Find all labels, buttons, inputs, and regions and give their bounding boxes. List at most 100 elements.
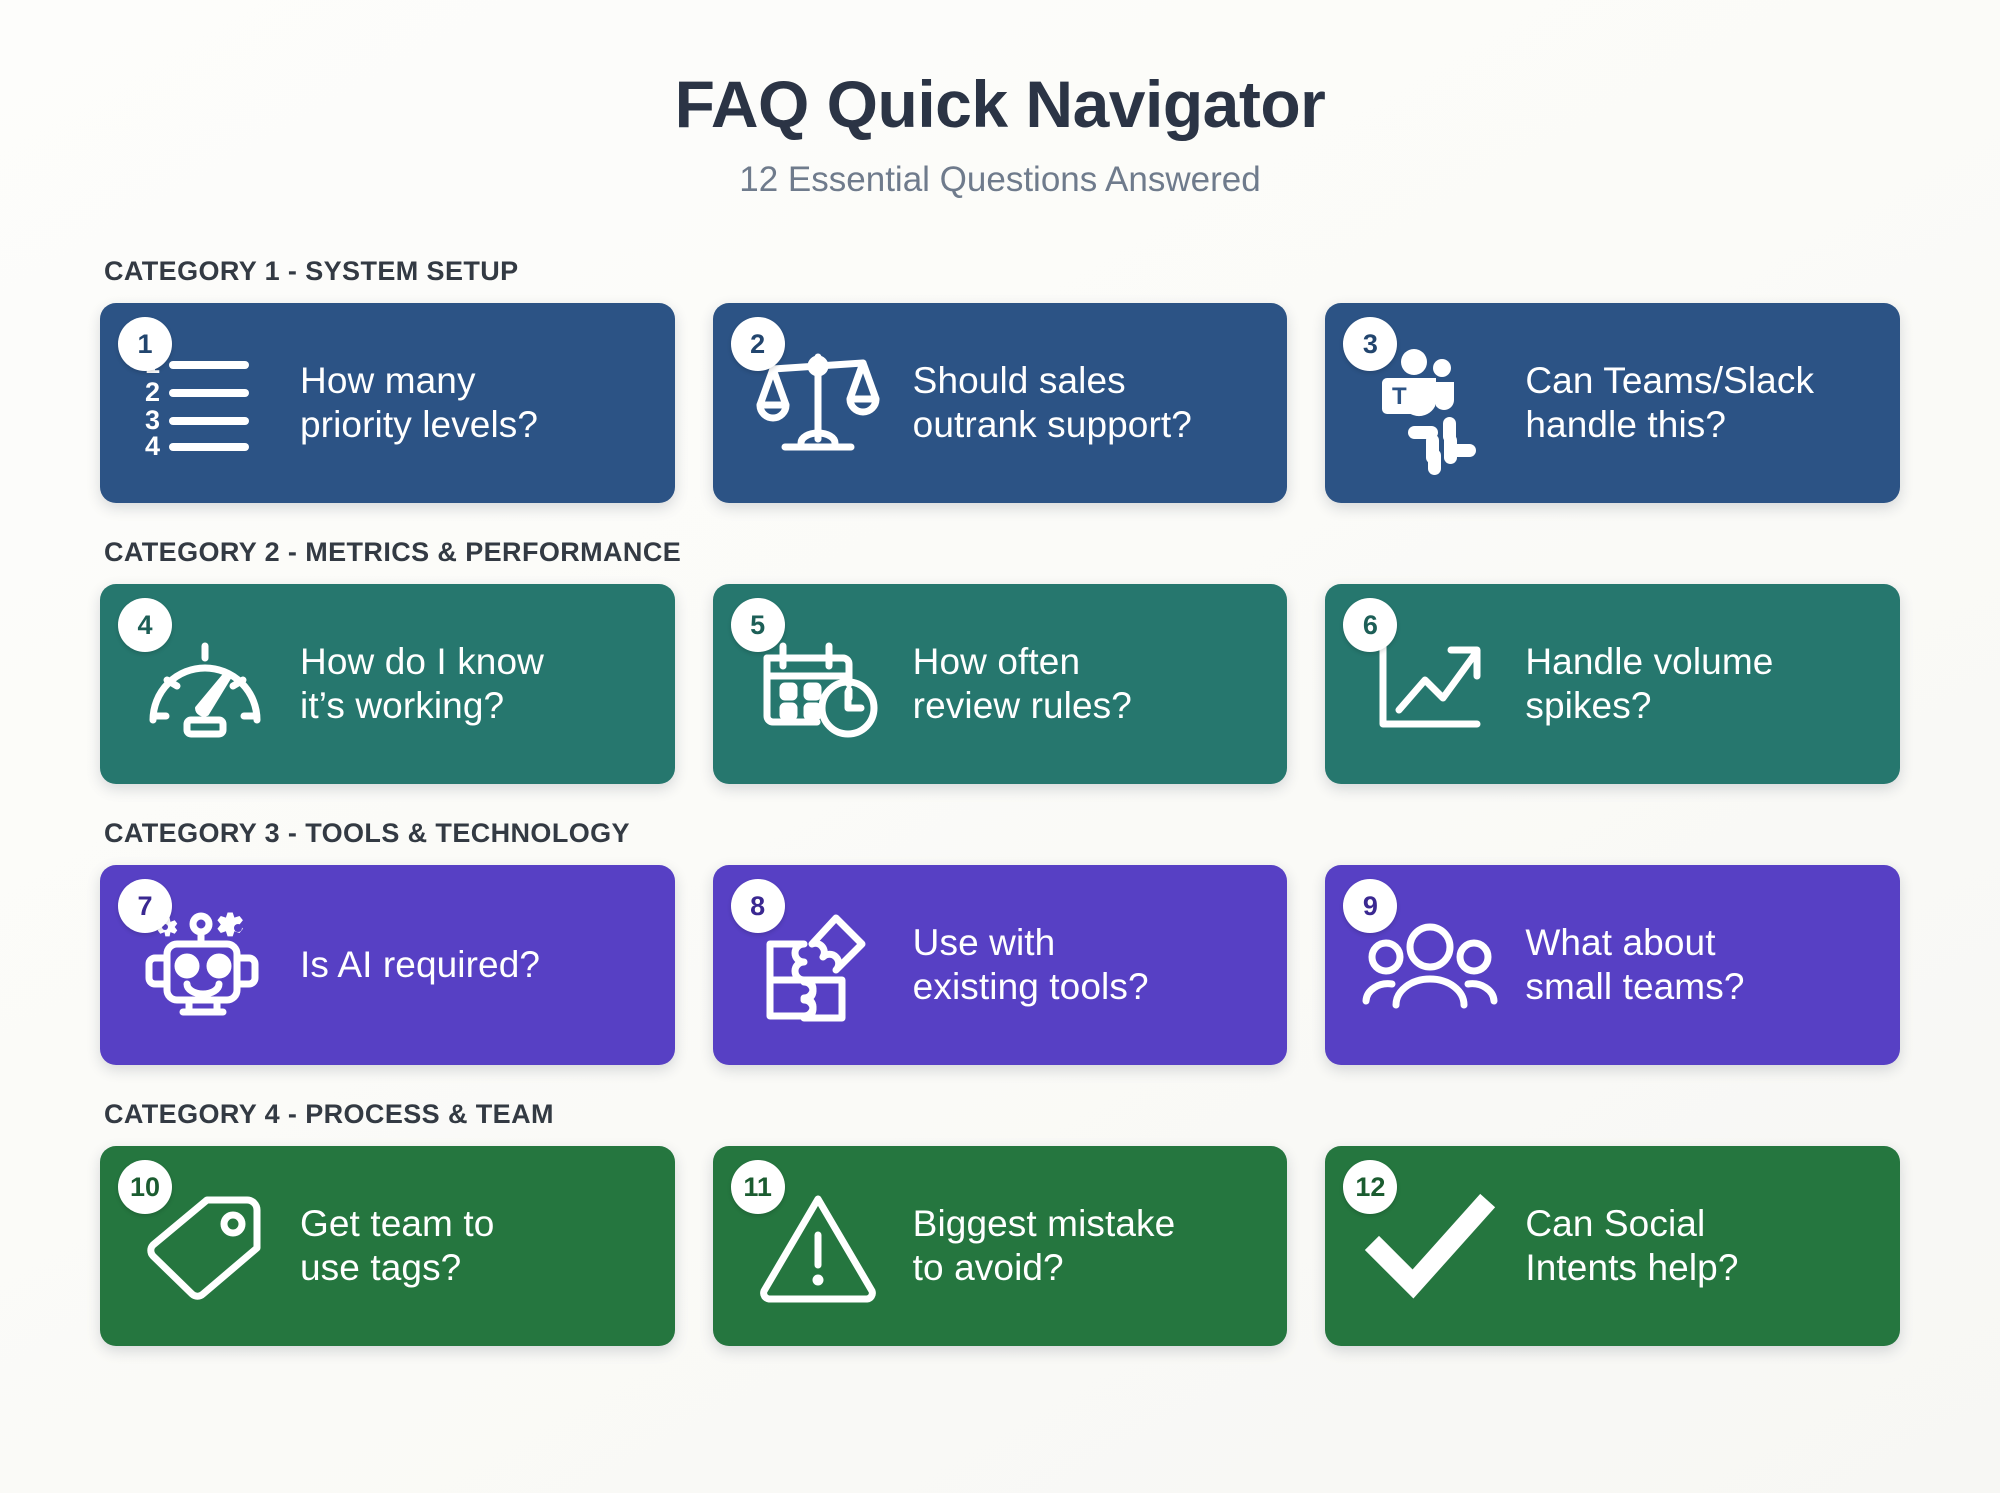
card-question-line1: How often xyxy=(912,641,1081,683)
robot-gears-icon xyxy=(136,906,274,1024)
card-question-line1: Can Social xyxy=(1525,1203,1706,1245)
checkmark-icon xyxy=(1361,1187,1499,1305)
card-question-line1: Get team to xyxy=(300,1203,495,1245)
card-question-line1: Should sales xyxy=(912,360,1126,402)
card-question-line1: Handle volume xyxy=(1525,641,1774,683)
card-number-badge: 6 xyxy=(1343,598,1398,652)
category-block: CATEGORY 2 - METRICS & PERFORMANCE 4 How … xyxy=(100,537,1901,784)
card-question-line1: Use with xyxy=(912,922,1056,964)
svg-text:4: 4 xyxy=(145,431,160,461)
people-group-icon xyxy=(1361,906,1499,1024)
card-question-line2: spikes? xyxy=(1525,685,1652,726)
trending-up-icon xyxy=(1361,625,1499,743)
card-number-badge: 9 xyxy=(1343,879,1398,933)
card-number-badge: 8 xyxy=(730,879,785,933)
card-question-line1: Is AI required? xyxy=(300,944,541,986)
card-question-text: Is AI required? xyxy=(300,943,540,987)
category-heading: CATEGORY 4 - PROCESS & TEAM xyxy=(104,1099,554,1129)
category-block: CATEGORY 1 - SYSTEM SETUP 1 1 2 3 4 How m… xyxy=(100,256,1901,503)
card-question-line2: outrank support? xyxy=(912,404,1192,445)
calendar-clock-icon xyxy=(749,625,887,743)
tag-icon xyxy=(136,1187,274,1305)
card-question-line2: review rules? xyxy=(912,685,1132,726)
card-number-badge: 1 xyxy=(118,317,172,371)
card-question-line2: Intents help? xyxy=(1525,1247,1739,1288)
balance-scales-icon xyxy=(749,344,887,462)
card-question-line2: existing tools? xyxy=(912,966,1149,1007)
category-heading: CATEGORY 3 - TOOLS & TECHNOLOGY xyxy=(104,818,630,848)
card-number-badge: 12 xyxy=(1343,1160,1398,1214)
svg-text:T: T xyxy=(1392,383,1407,410)
card-question-line1: How many xyxy=(300,360,476,402)
page-subtitle: 12 Essential Questions Answered xyxy=(739,160,1261,199)
page-header: FAQ Quick Navigator 12 Essential Questio… xyxy=(0,0,2000,200)
svg-text:3: 3 xyxy=(145,405,160,435)
faq-card-7[interactable]: 7 Is AI required? xyxy=(100,865,675,1065)
page-title: FAQ Quick Navigator xyxy=(674,67,1326,141)
card-number-badge: 4 xyxy=(118,598,172,652)
card-row: 7 Is AI required? 8 xyxy=(100,865,1901,1065)
card-question-line2: small teams? xyxy=(1525,966,1745,1007)
card-question-line1: Biggest mistake xyxy=(912,1203,1176,1245)
card-number-badge: 11 xyxy=(730,1160,785,1214)
card-question-line2: use tags? xyxy=(300,1247,462,1288)
category-heading: CATEGORY 1 - SYSTEM SETUP xyxy=(104,256,519,286)
card-question-line1: Can Teams/Slack xyxy=(1525,360,1815,402)
category-list: CATEGORY 1 - SYSTEM SETUP 1 1 2 3 4 How m… xyxy=(0,256,2000,1346)
card-question-line2: priority levels? xyxy=(300,404,539,445)
gauge-icon xyxy=(136,625,274,743)
card-number-badge: 10 xyxy=(118,1160,172,1214)
card-number-badge: 2 xyxy=(730,317,785,371)
category-heading: CATEGORY 2 - METRICS & PERFORMANCE xyxy=(104,537,682,567)
card-question-line1: How do I know xyxy=(300,641,544,683)
card-number-badge: 5 xyxy=(730,598,785,652)
card-question-line2: handle this? xyxy=(1525,404,1727,445)
numbered-list-icon: 1 2 3 4 xyxy=(136,344,274,462)
card-number-badge: 3 xyxy=(1343,317,1398,371)
svg-text:2: 2 xyxy=(145,377,160,407)
card-question-line1: What about xyxy=(1525,922,1716,964)
category-block: CATEGORY 4 - PROCESS & TEAM 10 Get team t… xyxy=(100,1099,1901,1346)
card-question-line2: to avoid? xyxy=(912,1247,1064,1288)
card-question-line2: it’s working? xyxy=(300,685,505,726)
card-content: Is AI required? xyxy=(136,906,675,1024)
warning-triangle-icon xyxy=(749,1187,887,1305)
